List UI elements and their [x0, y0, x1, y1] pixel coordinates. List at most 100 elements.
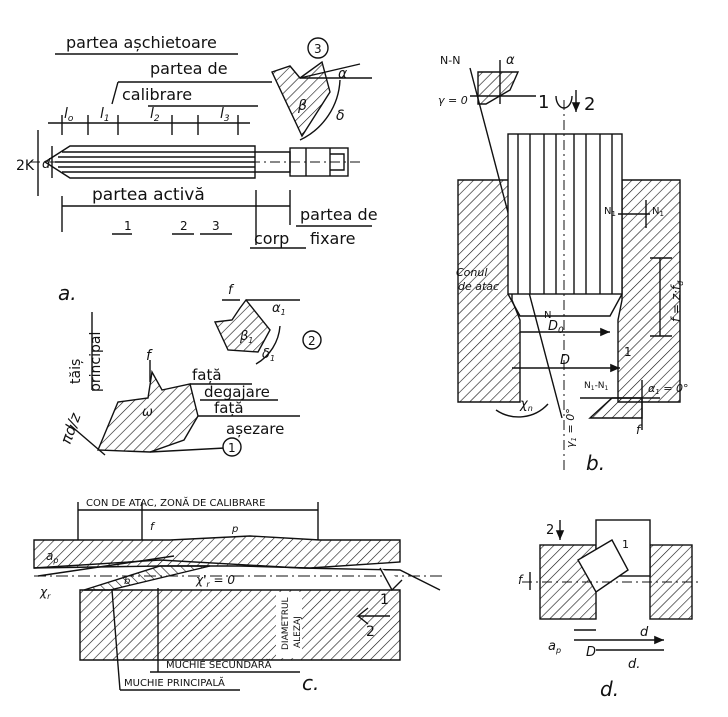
label-d0: D0 — [548, 319, 564, 336]
label-d2-alpha1: α1 — [272, 301, 286, 317]
panel-d-label: d. — [600, 677, 619, 701]
label-degajare: degajare — [204, 383, 270, 401]
chi-arc — [495, 403, 549, 418]
tooth-2-section — [213, 298, 271, 353]
label-partea-de-fixare-1: partea de — [300, 205, 378, 224]
label-partea-activa: partea activă — [92, 185, 205, 205]
nn-tooth — [477, 71, 520, 105]
label-chi: χn — [519, 397, 533, 413]
label-circle3: 3 — [314, 42, 322, 56]
label-d1-f: f — [146, 348, 153, 364]
reamer-b-chamfer — [507, 293, 623, 317]
label-sec3: 3 — [212, 219, 220, 233]
panel-b-label: b. — [586, 451, 605, 475]
shank-square — [330, 153, 345, 171]
label-partea-de-calibrare-1: partea de — [150, 59, 228, 78]
label-corp: corp — [254, 229, 289, 248]
label-delta: δ — [336, 108, 345, 124]
label-c-f: f — [150, 520, 156, 533]
label-alezaj: ALEZAJ — [293, 616, 303, 648]
label-arrow1: 1 — [380, 592, 389, 608]
label-n1-left: N1 — [604, 206, 616, 218]
rotation-arrow — [555, 95, 573, 109]
label-fata: față — [192, 366, 222, 384]
circle-1 — [222, 437, 242, 457]
label-d-d-bottom: d. — [628, 657, 640, 672]
label-conul: Conul — [456, 266, 487, 279]
d2-arc — [255, 325, 281, 365]
label-l3: l3 — [220, 106, 230, 124]
label-d-f: f — [518, 573, 524, 587]
detail-2-tooth — [213, 298, 322, 365]
reamer-b-body — [507, 133, 623, 295]
panel-c — [33, 502, 446, 691]
label-l2: l2 — [150, 106, 160, 124]
label-muchie-secundara: MUCHIE SECUNDARĂ — [166, 658, 272, 671]
label-f-eq: f = z·fd — [669, 280, 685, 322]
label-nn: N-N — [440, 54, 460, 67]
label-gamma0: γ = 0 — [438, 94, 468, 107]
tooth-3-section — [271, 60, 331, 138]
label-d: d — [42, 157, 51, 172]
label-c-header: CON DE ATAC, ZONĂ DE CALIBRARE — [86, 496, 265, 509]
circle-2 — [302, 330, 322, 350]
label-c-p: p — [231, 524, 238, 535]
leader-principal — [111, 589, 121, 691]
label-b-f: f — [636, 423, 642, 437]
label-chi-r: χr — [39, 585, 51, 601]
detail-3-tooth — [271, 37, 372, 141]
label-n1-right: N1 — [652, 206, 664, 218]
panel-a-label: a. — [58, 281, 77, 305]
circle-3 — [307, 37, 329, 59]
d1-pidz-leader — [69, 424, 106, 456]
label-sec1: 1 — [124, 219, 132, 233]
tool-edge — [33, 559, 441, 591]
label-principal: principal — [88, 332, 104, 392]
label-d-two: 2 — [546, 523, 554, 538]
panel-b — [457, 60, 681, 470]
label-b-n: N — [544, 310, 551, 321]
label-d-d: d — [640, 625, 649, 640]
panel-c-label: c. — [302, 671, 319, 695]
panel-a — [30, 53, 372, 249]
label-chi-prime: χ'r = 0 — [195, 573, 235, 589]
d3-delta-arc — [299, 79, 341, 141]
label-partea-de-calibrare-2: calibrare — [122, 85, 192, 104]
cutter-wedge — [83, 565, 211, 591]
label-d2-f: f — [228, 283, 235, 298]
arrow-1 — [379, 567, 403, 592]
label-asezare: așezare — [226, 420, 284, 438]
label-alpha1-eq: α1 = 0° — [648, 382, 688, 396]
label-circle2: 2 — [308, 334, 316, 348]
label-rot1: 1 — [538, 92, 549, 113]
label-fata-2: față — [214, 399, 244, 417]
label-gamma1: γ1 = 0° — [564, 408, 578, 448]
detail-1-tooth — [69, 312, 300, 457]
d3-rake — [299, 63, 361, 79]
n1n1-tooth — [588, 397, 643, 419]
label-l0: lo — [64, 106, 74, 124]
label-omega: ω — [142, 405, 153, 420]
label-pi-d-z: πd/z — [57, 410, 85, 447]
label-b-one: 1 — [624, 345, 632, 359]
label-d-one: 1 — [622, 538, 629, 551]
label-l1: l1 — [100, 106, 110, 124]
d-cutter — [577, 539, 629, 594]
d1-leader-circle — [149, 447, 226, 453]
label-partea-de-fixare-2: fixare — [310, 229, 355, 248]
label-sec2: 2 — [180, 219, 188, 233]
label-de-atac: de atac — [458, 280, 499, 293]
label-arrow2: 2 — [366, 624, 375, 640]
panel-d — [522, 519, 700, 651]
label-c-b: b — [124, 576, 130, 587]
arrow-2 — [356, 607, 390, 625]
label-diametrul: DIAMETRUL — [281, 597, 291, 650]
label-beta: β — [297, 98, 307, 114]
labels: partea așchietoare partea de calibrare l… — [16, 33, 688, 701]
label-muchie-principala: MUCHIE PRINCIPALĂ — [124, 676, 225, 689]
label-2k: 2K — [16, 158, 35, 174]
workpiece-upper — [33, 535, 401, 569]
label-d-D: D — [586, 645, 596, 660]
label-n1n1: N1-N1 — [584, 381, 609, 392]
